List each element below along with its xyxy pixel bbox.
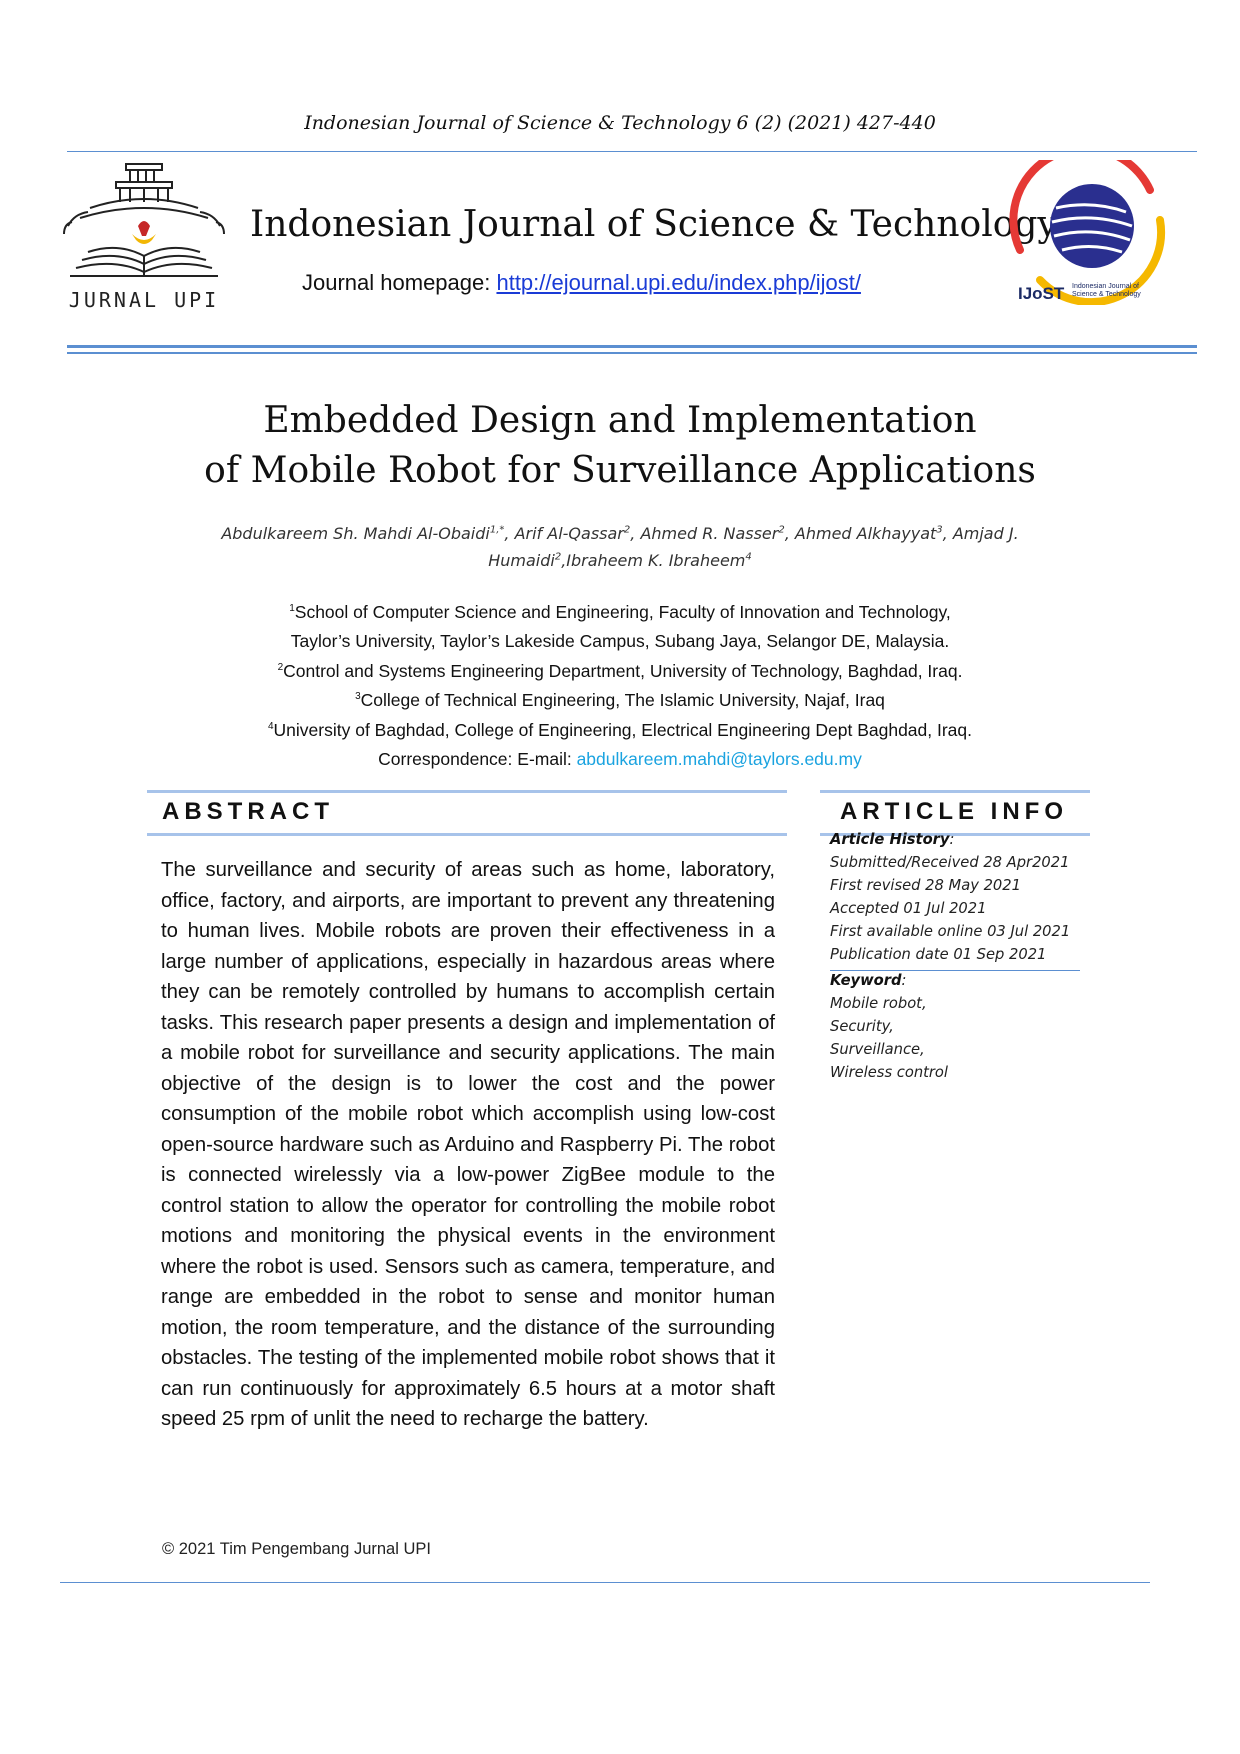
author-name: , Amjad J. (942, 524, 1019, 543)
homepage-label: Journal homepage: (302, 270, 497, 295)
paper-title-line: Embedded Design and Implementation (263, 400, 977, 441)
correspondence: Correspondence: E-mail: abdulkareem.mahd… (140, 745, 1100, 774)
keyword-item: Wireless control (830, 1064, 949, 1081)
jurnal-upi-logo (63, 163, 225, 277)
abstract-body: The surveillance and security of areas s… (161, 859, 775, 1430)
author-name: Abdulkareem Sh. Mahdi Al-Obaidi (221, 524, 490, 543)
affiliation-1-cont: Taylor’s University, Taylor’s Lakeside C… (290, 631, 950, 652)
journal-homepage: Journal homepage: http://ejournal.upi.ed… (302, 270, 1022, 296)
running-head: Indonesian Journal of Science & Technolo… (304, 112, 936, 134)
logo-right-sublabel: Indonesian Journal of Science & Technolo… (1072, 283, 1141, 299)
paper-title-line: of Mobile Robot for Surveillance Applica… (204, 450, 1036, 491)
logo-right-sublabel-line: Indonesian Journal of (1072, 283, 1139, 290)
keyword-colon: : (901, 972, 907, 989)
history-item: First available online 03 Jul 2021 (830, 923, 1071, 940)
article-history-colon: : (949, 831, 955, 848)
header-top-rule (67, 151, 1197, 152)
logo-right-sublabel-line: Science & Technology (1072, 291, 1141, 298)
author-line: Humaidi2,Ibraheem K. Ibraheem4 (170, 547, 1070, 574)
author-name: ,Ibraheem K. Ibraheem (561, 551, 746, 570)
affiliation-mark: 1 (289, 603, 295, 615)
article-history-label: Article History (830, 831, 950, 848)
footer-rule (60, 1582, 1150, 1583)
keyword-item: Mobile robot, (830, 995, 927, 1012)
author-affiliation-mark: 2 (554, 551, 562, 563)
author-name: , Arif Al-Qassar (504, 524, 624, 543)
header-double-rule-bottom (67, 352, 1197, 354)
journal-title: Indonesian Journal of Science & Technolo… (250, 204, 1058, 245)
author-affiliation-mark: 3 (936, 524, 943, 536)
article-info-divider (830, 970, 1080, 971)
keyword-item: Security, (830, 1018, 894, 1035)
history-item: Submitted/Received 28 Apr2021 (830, 854, 1070, 871)
article-info-body: Article History: Submitted/Received 28 A… (830, 828, 1080, 1084)
logo-right-label: IJoST (1018, 284, 1065, 303)
correspondence-label: Correspondence: E-mail: (378, 749, 577, 770)
affiliation-mark: 3 (355, 691, 361, 703)
affiliation-mark: 2 (277, 661, 284, 673)
affiliation-2: 2Control and Systems Engineering Departm… (277, 660, 963, 681)
author-name: , Ahmed R. Nasser (630, 524, 779, 543)
history-item: First revised 28 May 2021 (830, 877, 1021, 894)
affiliation-mark: 4 (267, 720, 274, 732)
affiliation-3: 3College of Technical Engineering, The I… (355, 690, 885, 711)
paper-title: Embedded Design and Implementation of Mo… (140, 396, 1100, 496)
ijost-logo (1009, 160, 1166, 305)
homepage-link[interactable]: http://ejournal.upi.edu/index.php/ijost/ (496, 270, 861, 295)
affiliation-4: 4University of Baghdad, College of Engin… (267, 719, 973, 740)
author-name: Humaidi (488, 551, 555, 570)
header-double-rule-top (67, 345, 1197, 348)
affiliations: 1School of Computer Science and Engineer… (140, 598, 1100, 774)
history-item: Publication date 01 Sep 2021 (830, 946, 1047, 963)
author-name: , Ahmed Alkhayyat (784, 524, 937, 543)
author-affiliation-mark: 4 (745, 551, 752, 563)
author-affiliation-mark: 1,* (489, 524, 505, 536)
copyright-notice: © 2021 Tim Pengembang Jurnal UPI (162, 1540, 431, 1558)
history-item: Accepted 01 Jul 2021 (830, 900, 987, 917)
abstract-heading: ABSTRACT (162, 798, 334, 825)
article-info-heading: ARTICLE INFO (840, 798, 1068, 825)
author-affiliation-mark: 2 (623, 524, 631, 536)
keyword-item: Surveillance, (830, 1041, 925, 1058)
abstract-heading-bar: ABSTRACT (147, 790, 787, 836)
logo-left-label: JURNAL UPI (68, 288, 220, 312)
affiliation-1: 1School of Computer Science and Engineer… (289, 602, 951, 622)
article-info-heading-bar: ARTICLE INFO (820, 790, 1090, 836)
author-line: Abdulkareem Sh. Mahdi Al-Obaidi1,*, Arif… (170, 520, 1070, 547)
author-list: Abdulkareem Sh. Mahdi Al-Obaidi1,*, Arif… (170, 520, 1070, 574)
author-affiliation-mark: 2 (778, 524, 785, 536)
keyword-label: Keyword (830, 972, 902, 989)
correspondence-email[interactable]: abdulkareem.mahdi@taylors.edu.my (576, 749, 862, 770)
